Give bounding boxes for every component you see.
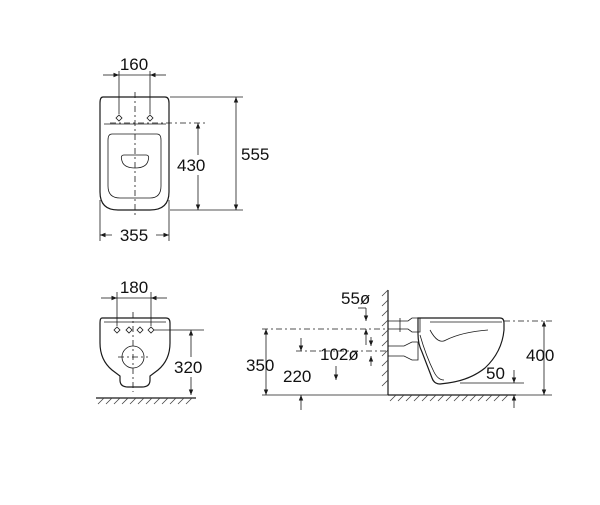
top-view-inner-bowl [107,133,162,199]
front-view-bolt-holes [113,326,155,334]
front-view: 180 320 [96,278,212,405]
dim-label-50: 50 [486,364,505,383]
top-view: 160 555 430 355 [99,55,269,245]
dim-label-350: 350 [246,356,274,375]
dim-label-400: 400 [526,346,554,365]
dim-label-430: 430 [177,156,205,175]
side-view-floor-hatch [389,394,509,402]
dim-label-55dia: 55ø [341,289,370,308]
side-view-outlet-fitting [387,341,419,361]
front-view-bowl-outline [99,317,171,388]
dim-label-355: 355 [120,226,148,245]
dim-label-180: 180 [120,278,148,297]
dim-label-160: 160 [120,55,148,74]
dim-label-102dia: 102ø [320,345,359,364]
side-view-inlet-fitting [387,317,421,333]
side-view-wall-hatch [381,289,389,387]
top-view-bowl-outline [99,96,170,211]
dim-label-320: 320 [174,358,202,377]
dim-label-555: 555 [241,145,269,164]
front-view-floor-hatch [97,397,193,405]
side-view-bowl-outline [417,317,505,385]
top-view-bolt-holes [115,114,154,122]
dim-label-220: 220 [283,367,311,386]
side-view: 55ø 102ø 350 220 400 50 [246,289,554,410]
